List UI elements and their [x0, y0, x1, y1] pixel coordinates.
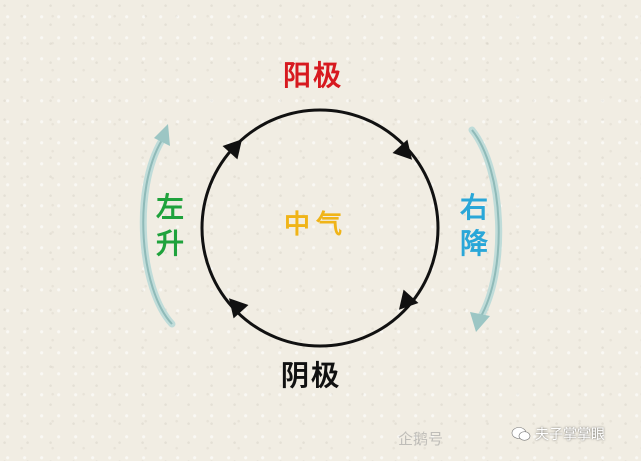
left-rise-label: 左升	[155, 191, 184, 260]
platform-watermark: 企鹅号	[398, 430, 444, 448]
yang-pole-label: 阳极	[283, 59, 344, 92]
account-name: 夫子掌掌眼	[535, 427, 605, 443]
yin-pole-label: 阴极	[281, 359, 342, 392]
arrow-lower-right	[398, 289, 419, 310]
right-descend-label: 右降	[459, 191, 488, 260]
central-qi-label: 中气	[284, 210, 349, 240]
left-rise-arrow	[139, 124, 176, 328]
arrow-lower-left	[228, 298, 249, 319]
arrow-upper-right	[392, 139, 413, 160]
right-descend-arrow	[468, 126, 503, 332]
arrow-upper-left	[222, 139, 243, 160]
cycle-circle	[200, 108, 440, 348]
account-tag: 夫子掌掌眼	[507, 424, 609, 444]
wechat-icon	[511, 427, 531, 441]
